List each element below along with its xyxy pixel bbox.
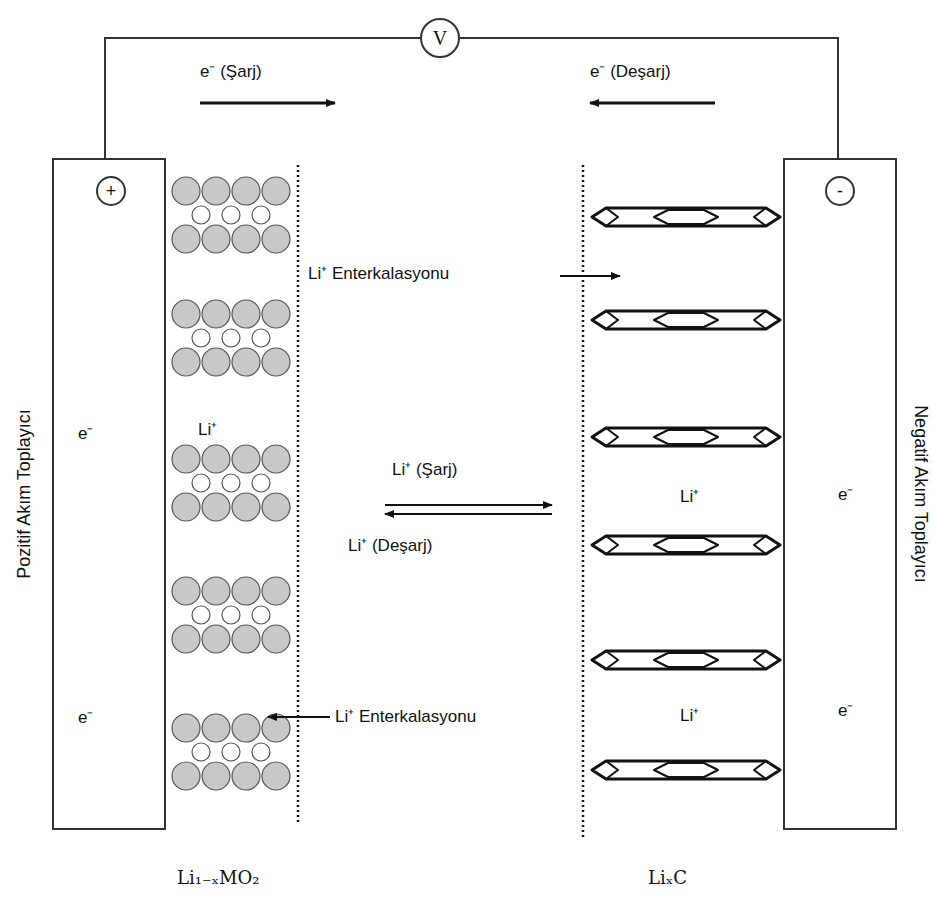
flow-label: e⁻ [838,485,853,505]
oxide-layer [172,714,290,790]
graphite-layer [592,651,780,669]
flow-label: e⁻ (Deşarj) [590,62,671,82]
circuit-wire [460,38,838,158]
current-collector: Pozitif Akım Toplayıcı+ [52,158,166,830]
flow-label: e⁻ [78,424,93,444]
graphite-layer [592,761,780,779]
flow-label: e⁻ [838,701,853,721]
voltmeter: V [420,18,460,58]
flow-label: Li⁺ Enterkalasyonu [308,264,449,284]
terminal-sign: + [96,176,126,206]
graphite-layer [592,311,780,329]
flow-label: e⁻ [78,708,93,728]
flow-label: Li⁺ Enterkalasyonu [335,707,476,727]
flow-label: e⁻ (Şarj) [200,62,262,82]
oxide-layer [172,445,290,521]
electrode-formula: Li₁₋ₓMO₂ [177,868,259,888]
electrode-formula: LiₓC [648,868,687,888]
collector-label: Pozitif Akım Toplayıcı [14,409,34,579]
separator-dots [297,165,300,825]
flow-label: Li⁺ [680,706,699,726]
polarity-sign: + [106,182,117,200]
oxide-layer [172,177,290,253]
graphite-layer [592,428,780,446]
oxide-layer [172,300,290,376]
flow-label: Li⁺ [198,420,217,440]
flow-arrows [97,103,860,718]
flow-label: Li⁺ (Deşarj) [348,536,432,556]
flow-label: Li⁺ [680,487,699,507]
circuit-wire [105,38,420,158]
collector-label: Negatif Akım Toplayıcı [911,405,931,583]
graphite-layer [592,536,780,554]
voltmeter-symbol: V [433,29,447,47]
polarity-sign: - [837,182,843,200]
graphite-layer [592,208,780,226]
separator-dots [582,165,585,840]
flow-label: Li⁺ (Şarj) [392,460,458,480]
oxide-layer [172,577,290,653]
terminal-sign: - [825,176,855,206]
